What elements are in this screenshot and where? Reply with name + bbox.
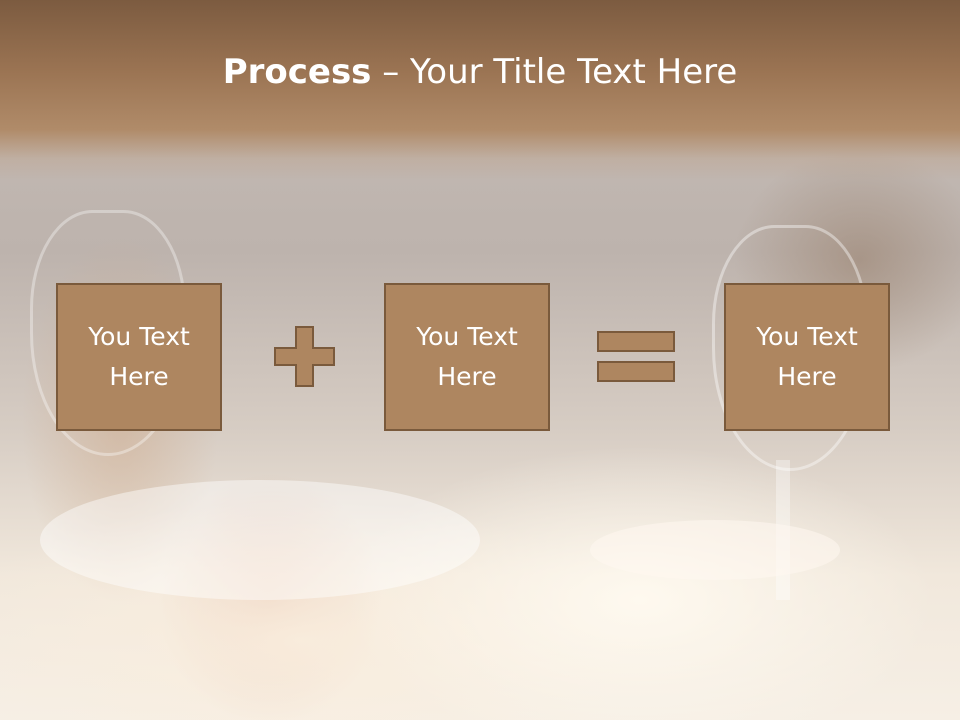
title-bar — [0, 0, 960, 180]
process-box-1: You Text Here — [56, 283, 222, 431]
process-box-2-text: You Text Here — [416, 322, 518, 391]
process-box-1-text: You Text Here — [88, 322, 190, 391]
process-box-3-text: You Text Here — [756, 322, 858, 391]
dinner-plate-right — [590, 520, 840, 580]
title-bold: Process — [222, 52, 372, 92]
process-box-2: You Text Here — [384, 283, 550, 431]
plus-icon — [274, 326, 335, 387]
dinner-plate — [40, 480, 480, 600]
slide-title: Process – Your Title Text Here — [0, 52, 960, 92]
equals-icon — [597, 331, 675, 382]
process-box-3: You Text Here — [724, 283, 890, 431]
title-rest: – Your Title Text Here — [371, 52, 738, 92]
